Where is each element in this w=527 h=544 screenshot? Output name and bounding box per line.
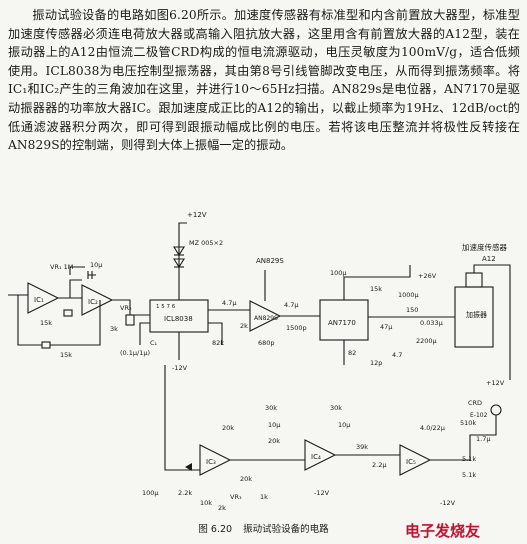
- svg-text:20k: 20k: [268, 437, 280, 445]
- figure-title: 振动试验设备的电路: [243, 524, 329, 535]
- figure-caption: 图 6.20 振动试验设备的电路: [0, 521, 527, 535]
- svg-text:10k: 10k: [200, 499, 212, 507]
- svg-text:510k: 510k: [460, 419, 476, 427]
- svg-text:2k: 2k: [218, 504, 226, 512]
- svg-text:10μ: 10μ: [268, 421, 280, 429]
- svg-text:680p: 680p: [258, 339, 275, 347]
- crd-diode: [490, 404, 502, 416]
- svg-text:20k: 20k: [222, 424, 234, 432]
- svg-text:39k: 39k: [356, 443, 368, 451]
- watermark-text: 电子发烧友: [405, 522, 480, 540]
- svg-text:AN829S: AN829S: [254, 315, 278, 322]
- svg-text:10μ: 10μ: [338, 421, 350, 429]
- svg-text:4.7μ: 4.7μ: [284, 301, 298, 309]
- zener-diode: [173, 246, 185, 269]
- svg-text:3k: 3k: [110, 325, 118, 333]
- ic5-opamp: IC₅: [399, 444, 432, 476]
- svg-text:VR₃: VR₃: [230, 493, 242, 501]
- svg-text:1.7μ: 1.7μ: [476, 435, 490, 443]
- svg-text:10μ: 10μ: [90, 261, 102, 269]
- watermark-logo: 电子发烧友: [405, 522, 480, 540]
- svg-text:100μ: 100μ: [330, 269, 347, 277]
- svg-text:82: 82: [348, 349, 356, 357]
- svg-text:AN829S: AN829S: [256, 257, 284, 265]
- svg-text:IC₅: IC₅: [406, 458, 416, 466]
- svg-text:2.2μ: 2.2μ: [372, 461, 386, 469]
- an7170-chip: AN7170: [319, 299, 369, 341]
- svg-text:4.7μ: 4.7μ: [222, 299, 236, 307]
- svg-text:A12: A12: [482, 255, 496, 263]
- svg-text:CRD: CRD: [468, 399, 482, 407]
- svg-text:-12V: -12V: [314, 489, 330, 497]
- svg-text:加振器: 加振器: [466, 310, 487, 319]
- svg-text:1000μ: 1000μ: [398, 291, 419, 299]
- figure-number: 图 6.20: [198, 524, 233, 535]
- svg-text:12p: 12p: [370, 359, 382, 367]
- svg-text:MZ 005×2: MZ 005×2: [189, 239, 223, 247]
- ic3-opamp: IC₃: [199, 444, 232, 476]
- icl8038-chip: ICL8038 1 5 7 6: [149, 299, 209, 333]
- vibrator-block: 加振器: [454, 272, 494, 348]
- svg-text:+12V: +12V: [486, 379, 505, 387]
- svg-text:2200μ: 2200μ: [416, 337, 437, 345]
- svg-text:C₁: C₁: [150, 339, 158, 347]
- svg-text:IC₁: IC₁: [34, 296, 44, 304]
- svg-text:-12V: -12V: [440, 499, 456, 507]
- svg-text:82k: 82k: [212, 339, 224, 347]
- svg-text:4.0/22μ: 4.0/22μ: [420, 424, 445, 432]
- svg-text:4.7: 4.7: [392, 351, 402, 359]
- rectifier-diode: [185, 463, 192, 471]
- ic2-opamp: IC₂: [81, 284, 114, 316]
- svg-text:+26V: +26V: [418, 272, 437, 280]
- svg-text:AN7170: AN7170: [328, 319, 356, 327]
- svg-text:5.1k: 5.1k: [462, 455, 476, 463]
- svg-text:0.033μ: 0.033μ: [420, 319, 443, 327]
- svg-text:15k: 15k: [370, 285, 382, 293]
- svg-text:100μ: 100μ: [142, 489, 159, 497]
- svg-text:-12V: -12V: [172, 364, 188, 372]
- svg-text:VR₂: VR₂: [120, 304, 132, 312]
- an829s-chip: AN829S: [249, 300, 282, 332]
- svg-text:加速度传感器: 加速度传感器: [462, 242, 507, 252]
- svg-text:2k: 2k: [240, 322, 248, 330]
- svg-text:1 5 7 6: 1 5 7 6: [156, 304, 176, 310]
- svg-text:30k: 30k: [330, 404, 342, 412]
- svg-text:5.1k: 5.1k: [462, 471, 476, 479]
- svg-text:IC₃: IC₃: [206, 458, 216, 466]
- svg-text:E-102: E-102: [470, 412, 488, 419]
- svg-text:VR₁ 1M: VR₁ 1M: [50, 263, 73, 271]
- svg-text:150: 150: [406, 306, 418, 314]
- circuit-diagram: IC₁ IC₂ 15k 15k VR₁ 1M 10μ 3k VR₂ ICL803…: [8, 211, 511, 512]
- svg-text:+12V: +12V: [187, 211, 207, 219]
- description-paragraph: 振动试验设备的电路如图6.20所示。加速度传感器有标准型和内含前置放大器型，标准…: [8, 6, 520, 155]
- svg-text:IC₂: IC₂: [88, 298, 98, 306]
- svg-text:15k: 15k: [40, 319, 52, 327]
- svg-text:1k: 1k: [260, 493, 268, 501]
- paragraph-text: 振动试验设备的电路如图6.20所示。加速度传感器有标准型和内含前置放大器型，标准…: [8, 8, 520, 153]
- svg-text:30k: 30k: [265, 404, 277, 412]
- svg-text:(0.1μ/1μ): (0.1μ/1μ): [120, 349, 150, 357]
- ic4-opamp: IC₄: [304, 439, 337, 471]
- svg-text:IC₄: IC₄: [311, 453, 321, 461]
- svg-text:15k: 15k: [60, 351, 72, 359]
- svg-text:2.2k: 2.2k: [178, 489, 192, 497]
- svg-text:1500p: 1500p: [286, 324, 307, 332]
- svg-text:47μ: 47μ: [380, 323, 392, 331]
- svg-text:ICL8038: ICL8038: [164, 315, 193, 323]
- ic1-opamp: IC₁: [27, 282, 60, 314]
- svg-text:20k: 20k: [240, 475, 252, 483]
